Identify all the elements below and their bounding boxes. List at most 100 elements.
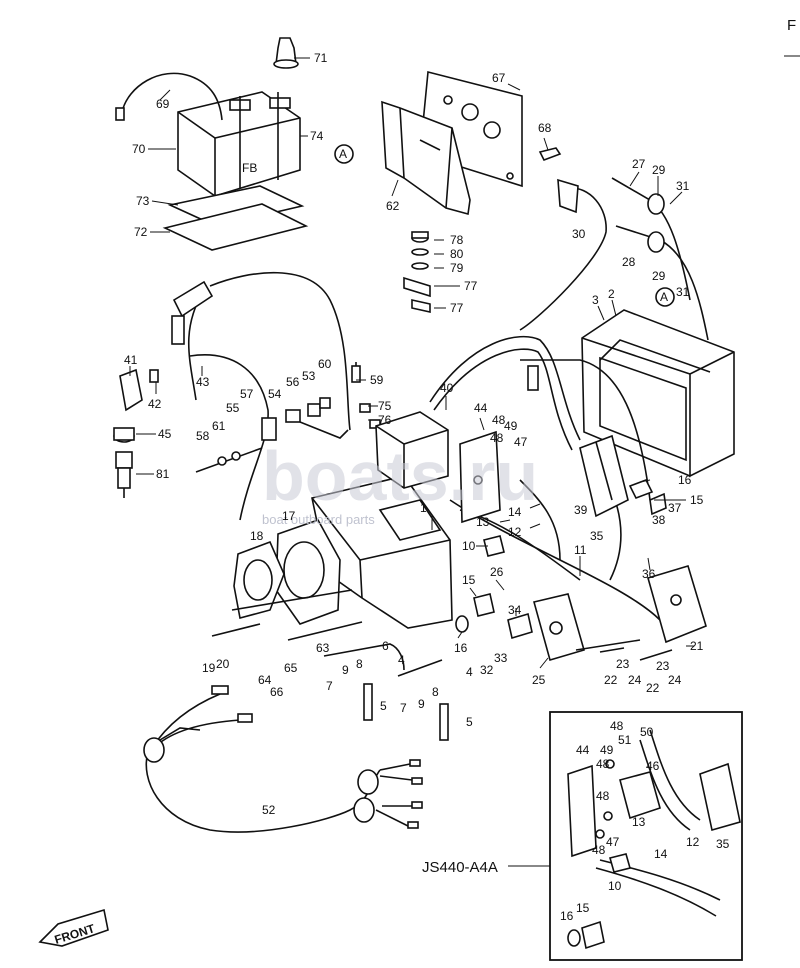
callout-23a: 23 — [616, 657, 630, 671]
svg-text:FB: FB — [242, 161, 257, 175]
callout-59: 59 — [370, 373, 384, 387]
callout-54: 54 — [268, 387, 282, 401]
callout-15b: 15 — [462, 573, 476, 587]
callout-38: 38 — [652, 513, 666, 527]
callout-39: 39 — [574, 503, 588, 517]
inset-callout-15: 15 — [576, 901, 590, 915]
ignition-housing — [233, 475, 453, 629]
callout-7a: 7 — [326, 679, 333, 693]
callout-77b: 77 — [450, 301, 464, 315]
callout-4b: 4 — [466, 665, 473, 679]
inset-callout-48c: 48 — [596, 789, 610, 803]
callout-28: 28 — [622, 255, 636, 269]
battery-cable — [115, 72, 223, 121]
callout-79: 79 — [450, 261, 464, 275]
inset-callout-35: 35 — [716, 837, 730, 851]
inset-callout-46: 46 — [646, 759, 660, 773]
callout-5a: 5 — [380, 699, 387, 713]
callout-42: 42 — [148, 397, 162, 411]
callout-80: 80 — [450, 247, 464, 261]
callout-30: 30 — [572, 227, 586, 241]
callout-33: 33 — [494, 651, 508, 665]
mounting-bracket — [381, 100, 471, 216]
rectifier — [647, 565, 707, 644]
callout-16b: 16 — [454, 641, 468, 655]
callout-labels: 71 69 70 74 73 72 67 68 62 27 29 31 30 2… — [124, 51, 730, 923]
callout-56: 56 — [286, 375, 300, 389]
callout-11: 11 — [574, 543, 587, 557]
callout-48a: 48 — [492, 413, 506, 427]
callout-69: 69 — [156, 97, 170, 111]
callout-20: 20 — [216, 657, 230, 671]
inset-callout-47: 47 — [606, 835, 620, 849]
washer-stack — [403, 231, 431, 313]
cdi-unit — [375, 411, 449, 489]
svg-text:boat outboard parts: boat outboard parts — [262, 512, 375, 527]
callout-74: 74 — [310, 129, 324, 143]
watermark: boats.ru boat outboard parts — [262, 437, 538, 527]
throttle-cables — [519, 177, 709, 341]
inset-callout-13: 13 — [632, 815, 646, 829]
plug-cable — [171, 271, 351, 521]
callout-8a: 8 — [356, 657, 363, 671]
callout-63: 63 — [316, 641, 330, 655]
marker-a-left-label: A — [339, 147, 347, 161]
bracket-bolt — [538, 147, 562, 162]
callout-24b: 24 — [668, 673, 682, 687]
callout-57: 57 — [240, 387, 254, 401]
callout-34: 34 — [508, 603, 522, 617]
callout-47: 47 — [514, 435, 528, 449]
callout-60: 60 — [318, 357, 332, 371]
callout-9a: 9 — [342, 663, 349, 677]
callout-13: 13 — [476, 515, 490, 529]
callout-19: 19 — [202, 661, 216, 675]
inset-callout-48a: 48 — [610, 719, 624, 733]
callout-32: 32 — [480, 663, 494, 677]
inset-callout-51: 51 — [618, 733, 632, 747]
plug-boot — [113, 427, 135, 443]
callout-35: 35 — [590, 529, 604, 543]
callout-77a: 77 — [464, 279, 478, 293]
inset-parts — [567, 729, 741, 950]
callout-22a: 22 — [604, 673, 618, 687]
battery: FB — [177, 91, 301, 197]
callout-18: 18 — [250, 529, 264, 543]
studs — [211, 589, 673, 741]
wire-harness — [143, 685, 423, 833]
inset-model-label: JS440-A4A — [422, 859, 498, 876]
callout-36: 36 — [642, 567, 656, 581]
callout-75: 75 — [378, 399, 392, 413]
leader-lines — [129, 57, 694, 669]
callout-12: 12 — [508, 525, 522, 539]
coil-bracket-small — [459, 430, 501, 524]
callout-70: 70 — [132, 142, 146, 156]
callout-26: 26 — [490, 565, 504, 579]
ignition-coil — [579, 434, 629, 518]
callout-17: 17 — [282, 509, 296, 523]
callout-55: 55 — [226, 401, 240, 415]
callout-41: 41 — [124, 353, 138, 367]
callout-76: 76 — [378, 413, 392, 427]
plug-cap — [119, 368, 159, 412]
battery-mat — [162, 185, 309, 251]
callout-44: 44 — [474, 401, 488, 415]
callout-68: 68 — [538, 121, 552, 135]
callout-15a: 15 — [690, 493, 704, 507]
callout-31a: 31 — [676, 179, 690, 193]
callout-31b: 31 — [676, 285, 690, 299]
callout-58: 58 — [196, 429, 210, 443]
inset-callout-10: 10 — [608, 879, 622, 893]
callout-29a: 29 — [652, 163, 666, 177]
callout-48b: 48 — [490, 431, 504, 445]
callout-27: 27 — [632, 157, 646, 171]
callout-25: 25 — [532, 673, 546, 687]
callout-23b: 23 — [656, 659, 670, 673]
connectors-mid — [455, 478, 667, 640]
callout-21: 21 — [690, 639, 704, 653]
callout-71: 71 — [314, 51, 328, 65]
callout-49: 49 — [504, 419, 518, 433]
switch-box — [581, 309, 735, 477]
callout-52: 52 — [262, 803, 276, 817]
callout-64: 64 — [258, 673, 272, 687]
